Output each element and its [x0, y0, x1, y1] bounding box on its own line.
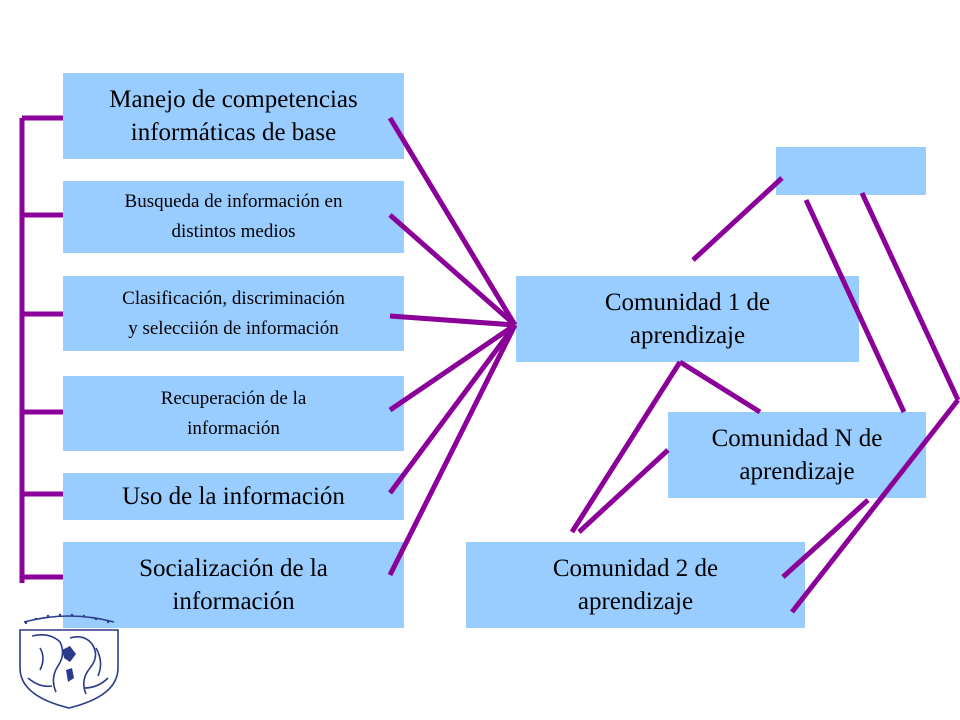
comunidad-2-label: Comunidad 2 de aprendizaje [552, 555, 719, 615]
recuperacion-informacion-box: Recuperación de la información [63, 376, 404, 451]
connector-top-right [859, 191, 960, 402]
empty-top-box [776, 147, 926, 195]
connector-1 [387, 116, 518, 327]
uso-informacion-box: Uso de la información [63, 473, 404, 520]
connector-3 [389, 313, 516, 328]
busqueda-informacion-box: Busqueda de información en distintos med… [63, 181, 404, 253]
comunidad-2-box: Comunidad 2 de aprendizaje [466, 542, 805, 628]
connector-right-c2 [790, 398, 960, 614]
connector-c2-cn [577, 448, 670, 534]
competencias-base-label: Manejo de competencias informáticas de b… [109, 86, 358, 146]
unam-crest-icon [10, 608, 128, 712]
recuperacion-informacion-label: Recuperación de la información [160, 387, 307, 439]
comunidad-n-box: Comunidad N de aprendizaje [668, 412, 926, 498]
busqueda-informacion-label: Busqueda de información en distintos med… [124, 191, 343, 242]
socializacion-informacion-box: Socialización de la información [63, 542, 404, 628]
connector-2 [388, 213, 517, 327]
comunidad-n-label: Comunidad N de aprendizaje [711, 425, 883, 485]
connector-5 [387, 323, 518, 495]
connector-4 [388, 322, 517, 413]
socializacion-informacion-label: Socialización de la información [139, 555, 328, 615]
connector-cn-c2 [781, 498, 870, 579]
clasificacion-informacion-box: Clasificación, discriminación y seleccii… [63, 276, 404, 351]
comunidad-1-label: Comunidad 1 de aprendizaje [604, 289, 771, 349]
connector-6 [387, 323, 518, 577]
connector-c2-c1a [569, 360, 683, 534]
connector-c1-top [691, 176, 784, 262]
clasificacion-informacion-label: Clasificación, discriminación y seleccii… [122, 287, 345, 339]
connector-c1-cn [678, 359, 762, 415]
uso-informacion-label: Uso de la información [122, 483, 345, 510]
comunidad-1-box: Comunidad 1 de aprendizaje [516, 276, 859, 362]
competencias-base-box: Manejo de competencias informáticas de b… [63, 73, 404, 159]
connector-top-cn [803, 198, 907, 414]
